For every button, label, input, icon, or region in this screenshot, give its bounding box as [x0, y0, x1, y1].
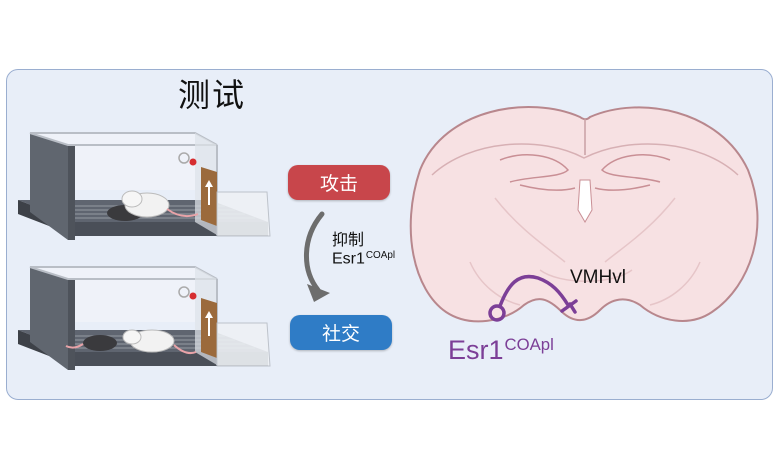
brain-coronal-section — [409, 106, 759, 323]
esr1-projection-neuron — [488, 274, 578, 322]
brain-gene-label: Esr1COApl — [448, 335, 554, 366]
manipulation-gene: Esr1 — [332, 250, 365, 268]
brain-gene-superscript: COApl — [504, 335, 554, 354]
bottom-test-cage — [18, 266, 271, 370]
section-title: 测试 — [178, 76, 247, 114]
attack-behavior-label: 攻击 — [288, 165, 390, 200]
transition-arrow — [304, 211, 330, 302]
brain-region-label: VMHvl — [570, 267, 626, 288]
brain-gene: Esr1 — [448, 335, 504, 366]
top-test-cage — [18, 132, 271, 240]
manipulation-label: 抑制 — [332, 230, 365, 249]
social-behavior-label: 社交 — [290, 315, 392, 350]
manipulation-gene-label: Esr1COApl — [332, 250, 395, 268]
manipulation-gene-superscript: COApl — [365, 250, 396, 261]
